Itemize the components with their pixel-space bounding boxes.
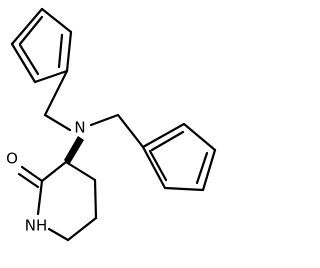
carbonyl-double-bond: [17, 172, 40, 189]
benzyl-ring-right: [141, 122, 217, 192]
ring-bond-n1-c2: [36, 179, 44, 216]
stereo-wedge-bond: [64, 136, 84, 165]
bond-n-to-ch2-right: [89, 113, 120, 127]
ring-right-double-bond: [148, 149, 168, 182]
bond-ch2-to-n: [43, 113, 72, 132]
ring-top-bond: [40, 7, 73, 34]
atom-n-amine: N: [74, 119, 85, 137]
ring-top-double-bond: [18, 43, 40, 76]
ring-bond-c5-c6: [66, 216, 98, 242]
ring-right-bond: [201, 148, 217, 192]
ring-right-bond: [182, 122, 217, 152]
ring-top-bond: [10, 42, 37, 84]
ring-right-bond: [141, 122, 186, 149]
ring-right-double-bond: [195, 151, 209, 185]
bond-ring-top-to-ch2: [43, 69, 69, 117]
ring-top-bond: [65, 30, 73, 73]
ring-top-bond: [33, 69, 69, 84]
structure-canvas: N: [6, 7, 217, 242]
ring-top-double-bond: [18, 15, 44, 46]
ring-top-bond: [10, 7, 44, 46]
ring-bond-c6-n1: [47, 227, 70, 242]
ring-right-bond: [163, 186, 205, 192]
molecule-structure: N: [6, 7, 217, 242]
piperidinone-ring: [36, 160, 98, 242]
ring-right-bond: [141, 145, 167, 190]
ring-bond-c3-c2: [40, 160, 68, 183]
ring-bond-c3-c4: [64, 160, 97, 182]
atom-o-carbonyl: O: [6, 150, 18, 168]
ring-top-double-bond: [57, 33, 64, 69]
bond-ch2-right-to-ring: [116, 113, 145, 149]
carbonyl-bond: [20, 165, 44, 183]
ring-right-double-bond: [150, 130, 185, 152]
atom-nh-amide: NH: [25, 217, 48, 235]
ring-bond-c4-c5: [93, 178, 98, 220]
benzyl-ring-top: [10, 7, 73, 84]
